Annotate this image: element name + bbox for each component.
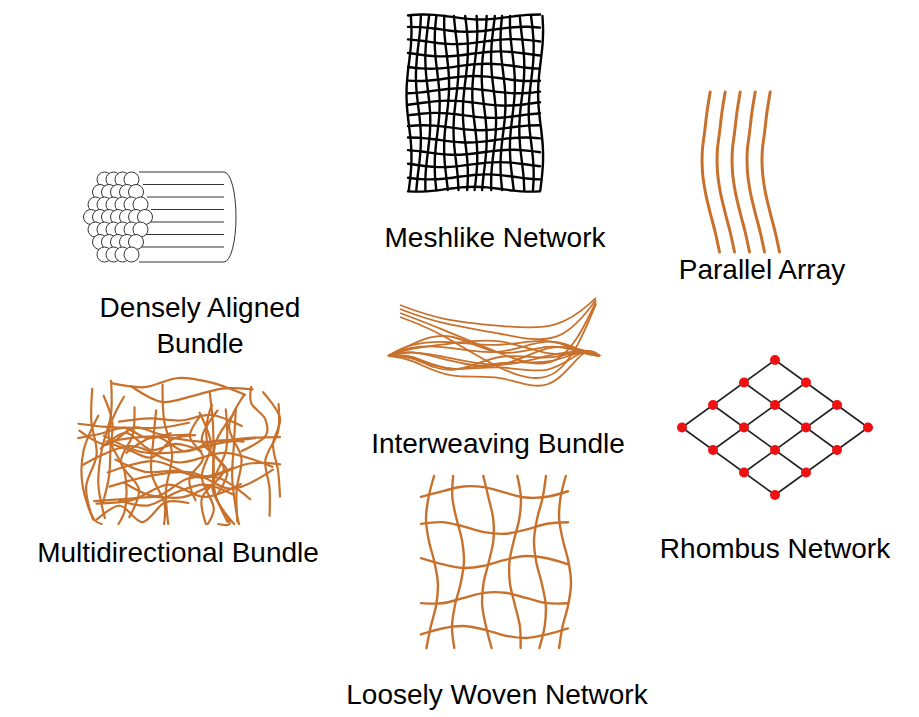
rhombus-node-dot <box>770 400 780 410</box>
woven-fiber <box>421 592 568 603</box>
random-fiber <box>131 386 252 402</box>
random-fiber <box>263 392 280 496</box>
rhombus-node-dot <box>801 423 811 433</box>
random-fiber <box>106 436 280 441</box>
bundle-fiber-line <box>143 234 224 235</box>
rhombus-edge <box>713 405 806 473</box>
mesh-strand <box>408 187 540 192</box>
woven-fiber <box>421 522 568 534</box>
mesh-strand <box>408 39 540 44</box>
random-fiber <box>119 415 242 426</box>
rhombus-edge <box>744 405 837 473</box>
rhombus-edge <box>744 383 837 451</box>
interweaving-bundle-figure <box>388 298 600 386</box>
figure-caption-label: Multidirectional Bundle <box>8 535 348 571</box>
woven-fiber <box>509 476 521 648</box>
woven-fiber <box>482 476 494 648</box>
bundle-fiber-line <box>143 184 224 185</box>
mesh-strand <box>435 16 440 190</box>
woven-fiber <box>452 476 464 648</box>
mesh-strand <box>408 88 540 93</box>
bundle-fiber-line <box>151 209 224 210</box>
woven-fiber <box>421 486 568 498</box>
figure-caption-label: Densely Aligned Bundle <box>75 290 325 362</box>
dense-bundle-figure <box>84 172 237 262</box>
mesh-strand <box>529 16 534 190</box>
rhombus-node-dot <box>708 445 718 455</box>
rhombus-node-dot <box>739 378 749 388</box>
rhombus-node-dot <box>708 400 718 410</box>
random-fiber <box>108 461 280 478</box>
figure-caption-label: Interweaving Bundle <box>328 426 668 462</box>
woven-fiber <box>534 476 546 648</box>
random-fiber <box>242 387 268 451</box>
mesh-strand <box>408 174 540 179</box>
random-fiber <box>125 476 251 499</box>
loosely-woven-figure <box>421 476 571 648</box>
figure-caption-label: Loosely Woven Network <box>317 677 677 713</box>
interweaving-fiber <box>400 300 596 339</box>
rhombus-edge <box>775 428 868 496</box>
rhombus-node-dot <box>801 468 811 478</box>
rhombus-edge <box>713 383 806 451</box>
rhombus-node-dot <box>801 378 811 388</box>
fiber-end-circle <box>124 247 139 262</box>
rhombus-network-figure <box>677 355 873 500</box>
random-fiber <box>97 501 188 522</box>
rhombus-edge <box>775 360 868 428</box>
rhombus-node-dot <box>770 445 780 455</box>
rhombus-node-dot <box>863 423 873 433</box>
woven-fiber <box>421 626 568 638</box>
bundle-fiber-line <box>147 197 224 198</box>
mesh-strand <box>408 51 540 56</box>
rhombus-node-dot <box>770 490 780 500</box>
figure-caption-label: Parallel Array <box>632 252 892 288</box>
mesh-strand <box>491 16 496 190</box>
mesh-strand <box>444 16 449 190</box>
random-fiber <box>103 396 112 502</box>
random-fiber <box>121 407 139 517</box>
rhombus-node-dot <box>832 445 842 455</box>
random-fiber <box>94 484 213 501</box>
mesh-strand <box>519 16 524 190</box>
rhombus-node-dot <box>677 423 687 433</box>
random-fiber <box>212 409 229 525</box>
mesh-network-figure <box>407 15 544 192</box>
parallel-fiber <box>762 92 779 252</box>
interweaving-fiber <box>400 304 596 378</box>
random-fiber <box>78 428 170 438</box>
parallel-array-figure <box>702 92 779 252</box>
figure-caption-label: Meshlike Network <box>335 220 655 256</box>
bundle-end-arc <box>224 172 236 262</box>
bundle-fiber-line <box>139 262 224 263</box>
figure-caption-label: Rhombus Network <box>640 531 910 567</box>
rhombus-edge <box>682 360 775 428</box>
random-fiber <box>265 404 279 516</box>
woven-fiber <box>421 556 568 568</box>
interweaving-fiber <box>400 298 596 327</box>
mesh-strand <box>538 16 543 190</box>
random-fiber <box>229 395 244 522</box>
rhombus-edge <box>682 428 775 496</box>
mesh-strand <box>501 16 506 190</box>
rhombus-node-dot <box>832 400 842 410</box>
bundle-fiber-line <box>147 222 224 223</box>
bundle-fiber-line <box>139 247 224 248</box>
rhombus-node-dot <box>770 355 780 365</box>
mesh-strand <box>408 162 540 167</box>
interweaving-fiber <box>388 351 600 386</box>
multidirectional-bundle-figure <box>78 378 280 525</box>
rhombus-node-dot <box>739 423 749 433</box>
random-fiber <box>151 410 165 524</box>
mesh-strand <box>454 16 459 190</box>
rhombus-node-dot <box>739 468 749 478</box>
bundle-fiber-line <box>139 172 224 173</box>
random-fiber <box>81 416 101 524</box>
